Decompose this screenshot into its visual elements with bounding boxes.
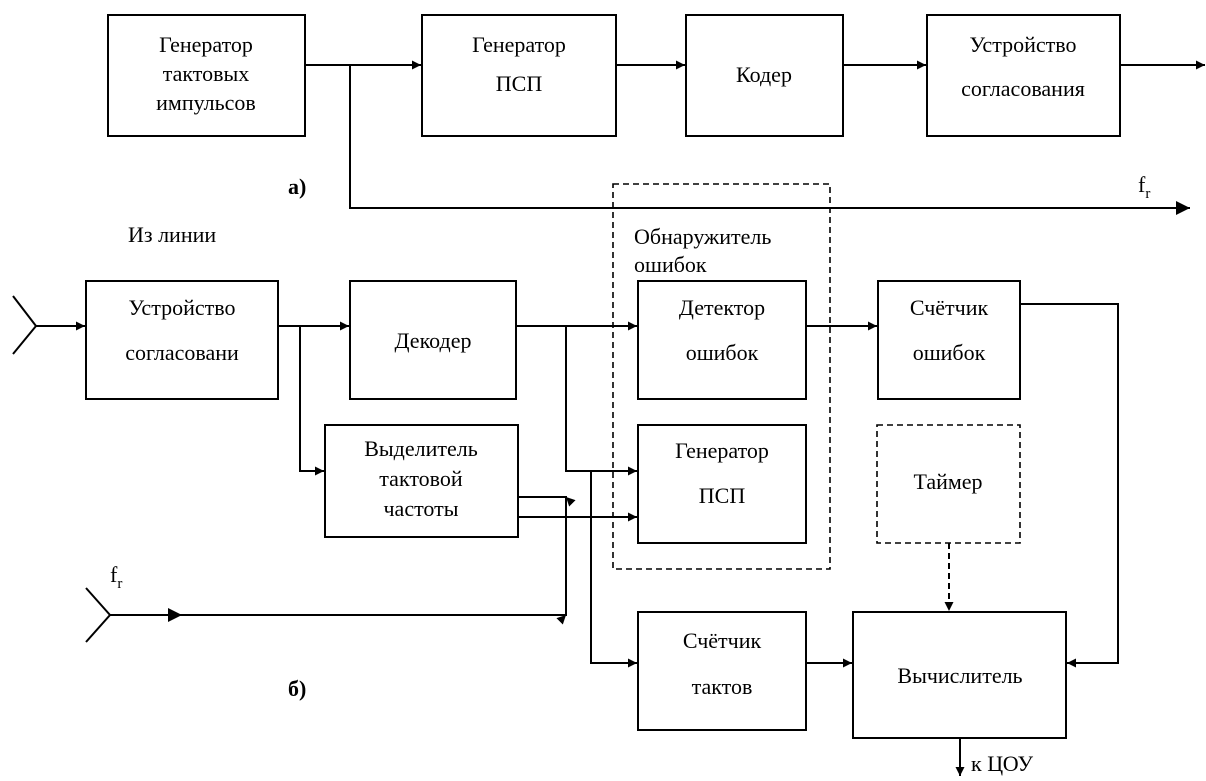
clock-extractor-line3: частоты	[383, 496, 458, 521]
part-b-label: б)	[288, 676, 306, 701]
matching-device-a-line2: согласования	[961, 76, 1085, 101]
arrow-errcounter-to-calculator	[1020, 303, 1119, 668]
error-detector-group	[612, 183, 831, 570]
part-a-label: а)	[288, 174, 306, 199]
error-detector-line1: Детектор	[679, 295, 765, 320]
error-detector-line2: ошибок	[686, 340, 759, 365]
matching-device-a-block	[926, 14, 1121, 137]
decoder-label: Декодер	[395, 328, 472, 353]
psp-generator-a-block	[421, 14, 617, 137]
error-counter-line1: Счётчик	[910, 295, 989, 320]
line-fr-input	[110, 496, 576, 625]
output-label: к ЦОУ	[971, 751, 1033, 776]
clock-counter-block	[637, 611, 807, 731]
fr-label-a: fr	[1138, 172, 1150, 202]
calculator-label: Вычислитель	[897, 663, 1022, 688]
coder-label: Кодер	[736, 62, 792, 87]
clock-extractor-block	[324, 424, 519, 538]
timer-label: Таймер	[913, 469, 982, 494]
clock-extractor-line1: Выделитель	[364, 436, 478, 461]
calculator-block	[852, 611, 1067, 739]
timer-block	[876, 424, 1021, 544]
coder-block	[685, 14, 844, 137]
matching-device-b-block	[85, 280, 279, 400]
psp-generator-a-line2: ПСП	[496, 71, 543, 96]
arrow-decoder-to-psp	[565, 326, 637, 476]
error-counter-line2: ошибок	[913, 340, 986, 365]
error-detector-block	[637, 280, 807, 400]
decoder-block	[349, 280, 517, 400]
arrow-matching-to-extractor	[299, 326, 324, 476]
clock-generator-block	[107, 14, 306, 137]
clock-generator-line2: тактовых	[163, 61, 250, 86]
clock-counter-line1: Счётчик	[683, 628, 762, 653]
from-line-label: Из линии	[128, 222, 216, 247]
matching-device-b-line2: согласовани	[125, 340, 239, 365]
clock-generator-line1: Генератор	[159, 32, 253, 57]
part-b: Из линии б) Обнаружитель ошибок Устройст…	[12, 183, 1119, 776]
error-detector-group-line1: Обнаружитель	[634, 224, 771, 249]
psp-generator-a-line1: Генератор	[472, 32, 566, 57]
line-input-antenna	[12, 295, 38, 355]
psp-generator-b-line2: ПСП	[699, 483, 746, 508]
psp-generator-b-line1: Генератор	[675, 438, 769, 463]
arrow-clock-to-counter	[590, 471, 637, 668]
line-fr-antenna	[85, 587, 112, 643]
clock-generator-line3: импульсов	[156, 90, 256, 115]
fr-label-b: fr	[110, 562, 122, 592]
clock-extractor-line2: тактовой	[379, 466, 463, 491]
matching-device-b-line1: Устройство	[129, 295, 236, 320]
clock-counter-line2: тактов	[692, 674, 753, 699]
part-a: Генератор тактовых импульсов Генератор П…	[107, 14, 1205, 215]
psp-generator-b-block	[637, 424, 807, 544]
error-detector-group-line2: ошибок	[634, 252, 707, 277]
fr-line-a	[349, 65, 1190, 215]
error-counter-block	[877, 280, 1021, 400]
matching-device-a-line1: Устройство	[970, 32, 1077, 57]
